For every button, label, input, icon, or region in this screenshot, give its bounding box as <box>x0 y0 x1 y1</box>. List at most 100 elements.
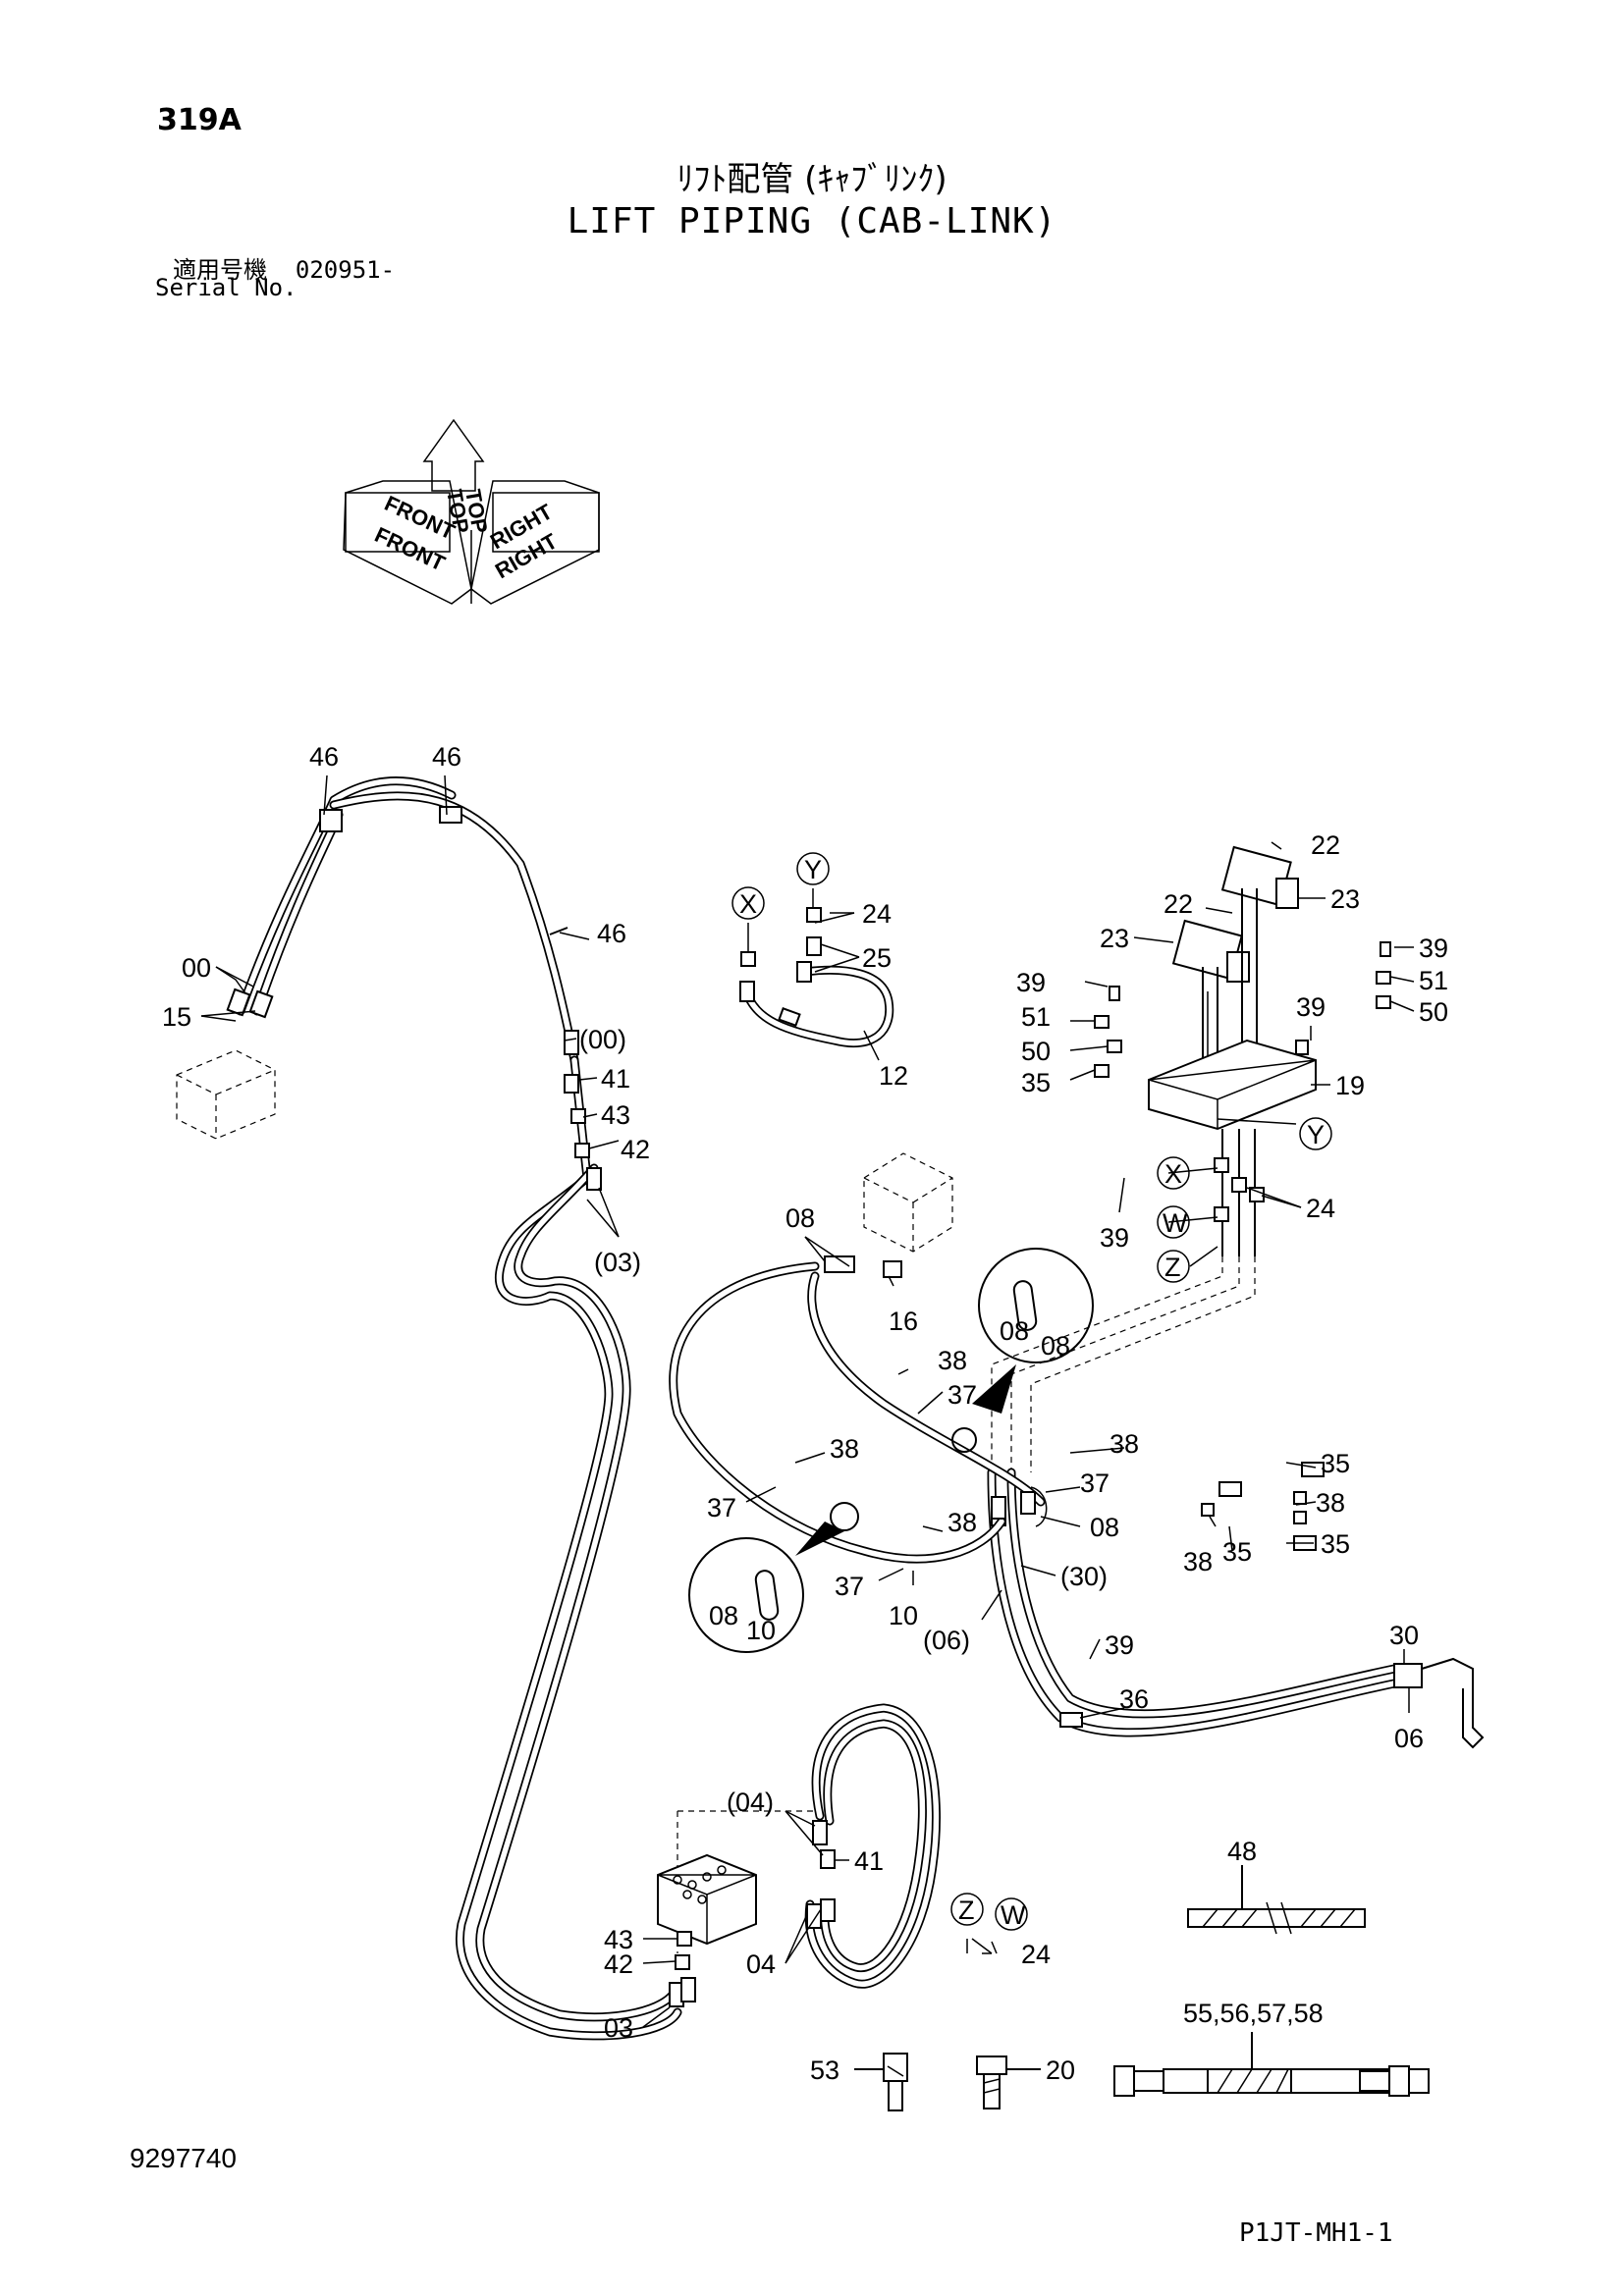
hose-12 <box>739 907 894 1048</box>
callout-35: 35 <box>1321 1449 1350 1478</box>
callout-50: 50 <box>1419 997 1448 1027</box>
callout-03-paren: (03) <box>594 1248 641 1277</box>
valve-block <box>657 1810 815 2007</box>
callout-19: 19 <box>1335 1071 1365 1100</box>
callout-41: 41 <box>854 1846 884 1876</box>
callout-38: 38 <box>1183 1547 1213 1576</box>
callout-38: 38 <box>1110 1429 1139 1459</box>
callout-23: 23 <box>1100 924 1129 953</box>
detail-flag-lower <box>830 1502 859 1531</box>
legend-hose-55 <box>1113 2032 1430 2097</box>
callout-53: 53 <box>810 2056 839 2085</box>
detail-flag-upper <box>951 1427 977 1453</box>
serial-number: 020951- <box>295 256 396 284</box>
callout-22: 22 <box>1164 889 1193 919</box>
orientation-icon: TOP TOP FRONT FRONT RIGHT RIGHT <box>343 418 600 605</box>
main-hose-fittings <box>226 806 602 1191</box>
callout-08: 08 <box>1041 1331 1070 1361</box>
callout-30: 30 <box>1389 1621 1419 1650</box>
callout-08: 08 <box>709 1601 738 1630</box>
left-component-outline <box>176 1049 276 1140</box>
leader-lines <box>200 774 1415 2028</box>
coil-hose-04 <box>804 1703 941 1989</box>
callout-w: W <box>1163 1208 1188 1238</box>
callout-16: 16 <box>889 1307 918 1336</box>
callout-37: 37 <box>1080 1468 1110 1498</box>
callout-50: 50 <box>1021 1037 1051 1066</box>
callout-y: Y <box>1307 1120 1325 1149</box>
callout-labels: 46 46 46 00 15 (00) 41 43 42 (03) X Y 24… <box>162 742 1448 2085</box>
title-english: LIFT PIPING (CAB-LINK) <box>567 201 1057 241</box>
callout-51: 51 <box>1021 1002 1051 1032</box>
detail-circle-upper <box>972 1248 1094 1414</box>
legend-part-20 <box>976 2056 1041 2109</box>
serial-row: 適用号機 020951- <box>173 250 395 285</box>
callout-24: 24 <box>1306 1194 1335 1223</box>
callout-39: 39 <box>1100 1223 1129 1253</box>
detail-circle-lower <box>688 1522 844 1653</box>
page-code: P1JT-MH1-1 <box>1239 2218 1393 2248</box>
callout-12: 12 <box>879 1061 908 1091</box>
callout-42: 42 <box>621 1135 650 1164</box>
loose-clamps <box>1201 1462 1325 1551</box>
callout-37: 37 <box>947 1380 977 1410</box>
callout-42: 42 <box>604 1949 633 1979</box>
callout-y: Y <box>804 855 822 884</box>
callout-08: 08 <box>1090 1513 1119 1542</box>
callout-36: 36 <box>1119 1684 1149 1714</box>
callout-55-58: 55,56,57,58 <box>1183 1999 1324 2028</box>
callout-46: 46 <box>597 919 626 948</box>
title-japanese: ﾘﾌﾄ配管 (ｷｬﾌﾞﾘﾝｸ) <box>677 160 947 199</box>
page-number: 319A <box>157 103 242 137</box>
callout-24: 24 <box>1021 1940 1051 1969</box>
callout-z: Z <box>958 1896 975 1925</box>
callout-38: 38 <box>1316 1488 1345 1518</box>
callout-15: 15 <box>162 1002 191 1032</box>
callout-48: 48 <box>1227 1837 1257 1866</box>
legend-hose-48 <box>1187 1865 1366 1935</box>
center-component-outline <box>863 1152 953 1253</box>
callout-41: 41 <box>601 1064 630 1094</box>
callout-20: 20 <box>1046 2056 1075 2085</box>
callout-38: 38 <box>938 1346 967 1375</box>
callout-46: 46 <box>432 742 461 772</box>
serial-label-jp: 適用号機 <box>173 256 267 284</box>
callout-51: 51 <box>1419 966 1448 995</box>
callout-38: 38 <box>830 1434 859 1464</box>
callout-39: 39 <box>1296 992 1326 1022</box>
callout-37: 37 <box>835 1572 864 1601</box>
callout-06: 06 <box>1394 1724 1424 1753</box>
callout-03: 03 <box>604 2013 633 2043</box>
callout-06-paren: (06) <box>923 1626 970 1655</box>
callout-04-paren: (04) <box>727 1788 774 1817</box>
callout-08: 08 <box>785 1203 815 1233</box>
callout-z: Z <box>1164 1253 1181 1282</box>
callout-08: 08 <box>1000 1316 1029 1346</box>
callout-10: 10 <box>746 1616 776 1645</box>
callout-38: 38 <box>947 1508 977 1537</box>
callout-39: 39 <box>1105 1630 1134 1660</box>
callout-22: 22 <box>1311 830 1340 860</box>
callout-43: 43 <box>604 1925 633 1954</box>
hose-08-10 <box>669 1255 1048 1564</box>
legend-part-53 <box>854 2053 908 2111</box>
serial-label-en: Serial No. <box>155 274 298 301</box>
drawing-number: 9297740 <box>130 2143 238 2173</box>
callout-25: 25 <box>862 943 892 973</box>
callout-37: 37 <box>707 1493 736 1522</box>
callout-35: 35 <box>1021 1068 1051 1097</box>
callout-00: 00 <box>182 953 211 983</box>
callout-00-paren: (00) <box>579 1025 626 1054</box>
callout-30-paren: (30) <box>1060 1562 1108 1591</box>
callout-35: 35 <box>1321 1529 1350 1559</box>
callout-35: 35 <box>1222 1537 1252 1567</box>
callout-46: 46 <box>309 742 339 772</box>
callout-x: X <box>1164 1159 1182 1189</box>
callout-23: 23 <box>1330 884 1360 914</box>
callout-w: W <box>1001 1900 1026 1930</box>
callout-04: 04 <box>746 1949 776 1979</box>
callout-39: 39 <box>1419 934 1448 963</box>
callout-x: X <box>739 889 757 919</box>
solenoid-valves <box>1094 845 1391 1256</box>
